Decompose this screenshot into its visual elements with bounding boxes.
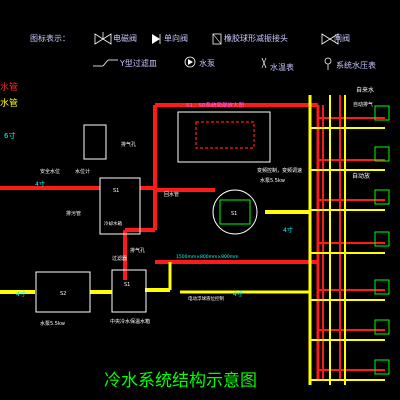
water-level-label: 水位计: [75, 168, 90, 175]
rubber-joint-icon: [212, 33, 222, 45]
hot-pipe-label: 水管: [0, 81, 18, 93]
legend-thermo-label: 水温表: [270, 62, 294, 72]
pipe-spec-label: 1500mm×800mm×800mm: [176, 254, 238, 260]
legend-prefix: 图标表示：: [30, 33, 70, 43]
check-valve-icon: [152, 34, 161, 44]
legend-solenoid-label: 电磁阀: [113, 33, 137, 43]
center-tank-label: 中央冷水保温水箱: [110, 318, 150, 325]
top-tank: [83, 124, 141, 235]
pipe-size-top: 4寸: [35, 180, 45, 188]
legend-pump-label: 水泵: [199, 58, 215, 68]
electro-level-label: 电动浮球液位控制: [188, 295, 224, 302]
legend-rubber-label: 橡胶球形减振接头: [224, 33, 288, 43]
back-pipe-label: 回水管: [164, 191, 179, 198]
bottom-tank-label: S2: [60, 291, 66, 297]
top-tank-sub: 冷却水箱: [104, 220, 122, 227]
pipe-size-left: 6寸: [4, 131, 15, 140]
cold-pipe-label: 水管: [0, 97, 18, 109]
top-tank-label: S1: [113, 188, 119, 194]
pump-icon: [184, 56, 196, 68]
filter-label: 过滤器: [112, 255, 127, 262]
legend-gate-label: 闸阀: [334, 34, 350, 43]
chiller-label: S1: [231, 211, 237, 217]
auto-drain-label: 自动放: [352, 172, 370, 180]
auto-exhaust-label: 自动排气: [353, 101, 373, 108]
chiller-note-1: 变频控制，变频调速: [257, 167, 302, 174]
legend-pressure-label: 系统水压表: [336, 60, 376, 70]
diagram-title: 冷水系统结构示意图: [104, 371, 257, 391]
enlarged-view-title: S1、S0系统局部放大图: [186, 101, 244, 109]
chiller-unit: [212, 189, 258, 235]
enlarged-view-box: [177, 111, 271, 163]
exhaust-label-1: 排气孔: [121, 141, 136, 148]
cold-pipe-network: [0, 95, 385, 385]
safety-valve-label: 安全水位: [40, 168, 60, 175]
center-tank-s1: S1: [124, 282, 130, 288]
right-top-label: 自来水: [356, 86, 374, 94]
legend-filter-label: Y型过滤皿: [119, 58, 157, 68]
bottom-tank-s2: [35, 271, 91, 313]
chiller-note-2: 水泵5.5kw: [260, 177, 285, 184]
sewage-label: 排污管: [66, 210, 81, 217]
bottom-pump-note: 水泵5.5kw: [40, 320, 65, 327]
solenoid-valve-icon: [94, 32, 112, 45]
pipe-size-bottom-right: 4寸: [233, 290, 243, 298]
thermometer-icon: [261, 57, 267, 69]
hot-pipe-network: [0, 95, 385, 380]
y-filter-icon: [93, 59, 118, 67]
pipe-size-mid: 4寸: [283, 226, 293, 234]
right-unit-column: [374, 105, 390, 375]
pressure-gauge-icon: [324, 57, 332, 70]
pipe-size-bottom: 4寸: [16, 290, 26, 298]
exhaust-label-2: 排气孔: [130, 247, 145, 254]
legend-check-label: 单向阀: [164, 33, 188, 43]
center-tank: [111, 269, 147, 313]
gate-valve-icon: [321, 33, 339, 45]
